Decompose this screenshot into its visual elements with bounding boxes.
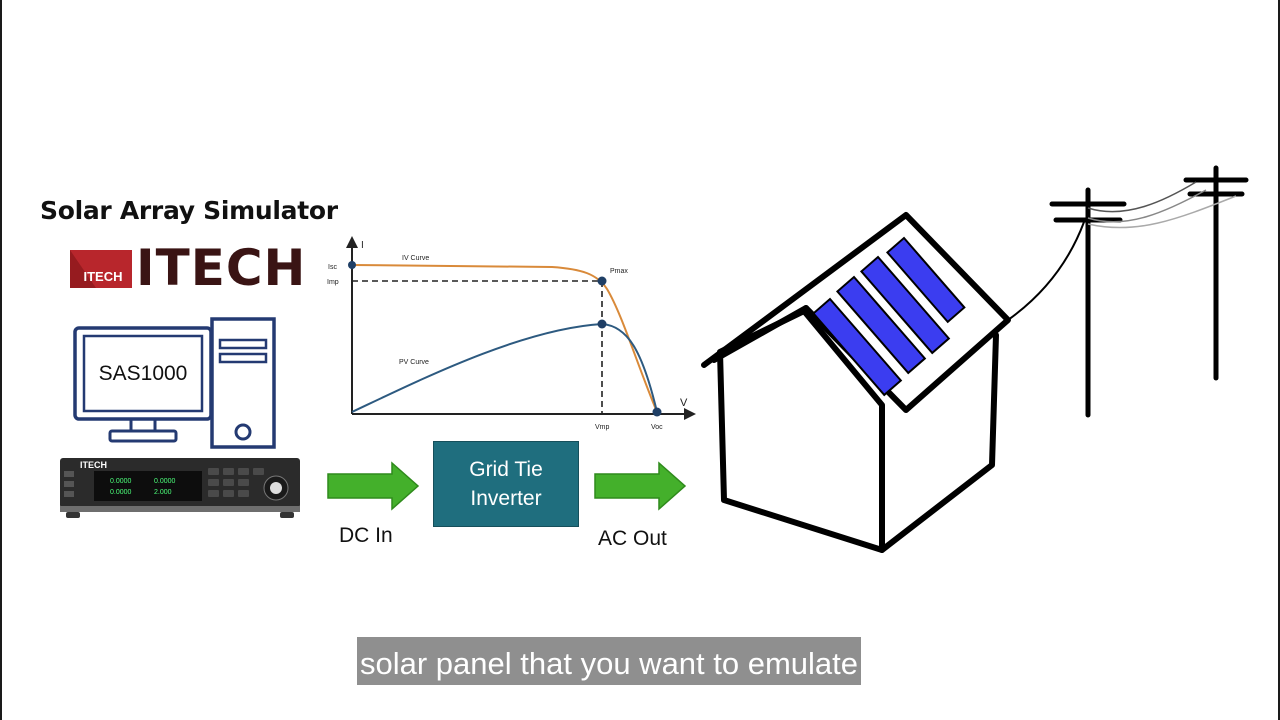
house-roof-edge <box>711 305 809 363</box>
monitor-neck <box>129 417 157 433</box>
instrument-readout-2: 0.0000 <box>110 489 132 496</box>
instrument-readout-4: 2.000 <box>154 489 172 496</box>
dc-in-arrow <box>327 461 420 511</box>
solar-panel <box>859 255 951 355</box>
frame-left-edge <box>0 0 2 720</box>
monitor-screen <box>82 334 204 413</box>
power-lines <box>1007 181 1237 321</box>
inverter-label-line1: Grid Tie <box>469 458 543 481</box>
solar-panel-array <box>811 236 966 397</box>
instrument-knob <box>270 482 282 494</box>
solar-panel <box>835 275 927 375</box>
frame-right-edge <box>1278 0 1280 720</box>
pv-curve-label: PV Curve <box>399 359 429 366</box>
instrument-display <box>94 471 202 501</box>
pv-curve <box>351 322 658 413</box>
x-tick-label-voc: Voc <box>651 424 663 431</box>
tower-case <box>210 317 276 449</box>
iv-pv-chart: I V Isc Imp Vmp Voc IV Curve PV Curve Pm… <box>327 236 696 431</box>
instrument-key <box>64 491 74 497</box>
solar-panel <box>885 236 966 324</box>
utility-pole-left <box>1049 187 1127 418</box>
voc-point <box>652 407 662 417</box>
subtitle-caption: solar panel that you want to emulate <box>357 637 862 685</box>
dc-in-label: DC In <box>339 524 393 547</box>
tower-drive-2 <box>218 352 268 364</box>
instrument-foot-left <box>66 512 80 518</box>
inverter-label-line2: Inverter <box>470 487 542 510</box>
x-tick-label-vmp: Vmp <box>595 424 610 431</box>
x-axis-label: V <box>680 397 688 409</box>
itech-logo-text: ITECH <box>136 239 307 297</box>
instrument-key <box>64 471 74 477</box>
house-side-wall <box>879 332 999 553</box>
y-tick-label-imp: Imp <box>327 279 339 286</box>
instrument-readout-1: 0.0000 <box>110 478 132 485</box>
instrument-key <box>64 481 74 487</box>
y-axis-label: I <box>361 240 364 251</box>
tower-power-button <box>234 423 252 441</box>
monitor-stand <box>108 429 178 443</box>
pmax-point-pv <box>597 319 607 329</box>
tower-drive-1 <box>218 338 268 350</box>
grid-tie-inverter-box: Grid Tie Inverter <box>433 441 579 527</box>
pmax-label: Pmax <box>610 268 628 275</box>
pmax-point-iv <box>597 276 607 286</box>
solar-array-simulator-instrument: ITECH 0.0000 0.0000 0.0000 2.000 <box>60 458 300 518</box>
solar-panel <box>811 297 903 397</box>
itech-logo-badge: ITECH <box>70 250 132 288</box>
logo-badge-text: ITECH <box>84 269 123 284</box>
computer-icon <box>73 317 276 449</box>
house-and-grid-illustration <box>701 165 1249 553</box>
monitor-label: SAS1000 <box>98 362 188 385</box>
instrument-readout-3: 0.0000 <box>154 478 176 485</box>
diagram-title: Solar Array Simulator <box>40 196 338 225</box>
instrument-foot-right <box>280 512 294 518</box>
ac-out-arrow <box>594 461 687 511</box>
instrument-keypad <box>208 468 264 497</box>
instrument-brand: ITECH <box>80 460 107 470</box>
instrument-base <box>60 506 300 512</box>
y-tick-label-isc: Isc <box>328 264 337 271</box>
iv-curve <box>351 264 658 413</box>
iv-curve-label: IV Curve <box>402 255 429 262</box>
ac-out-label: AC Out <box>598 527 667 550</box>
isc-point <box>348 261 356 269</box>
utility-pole-right <box>1183 165 1249 381</box>
